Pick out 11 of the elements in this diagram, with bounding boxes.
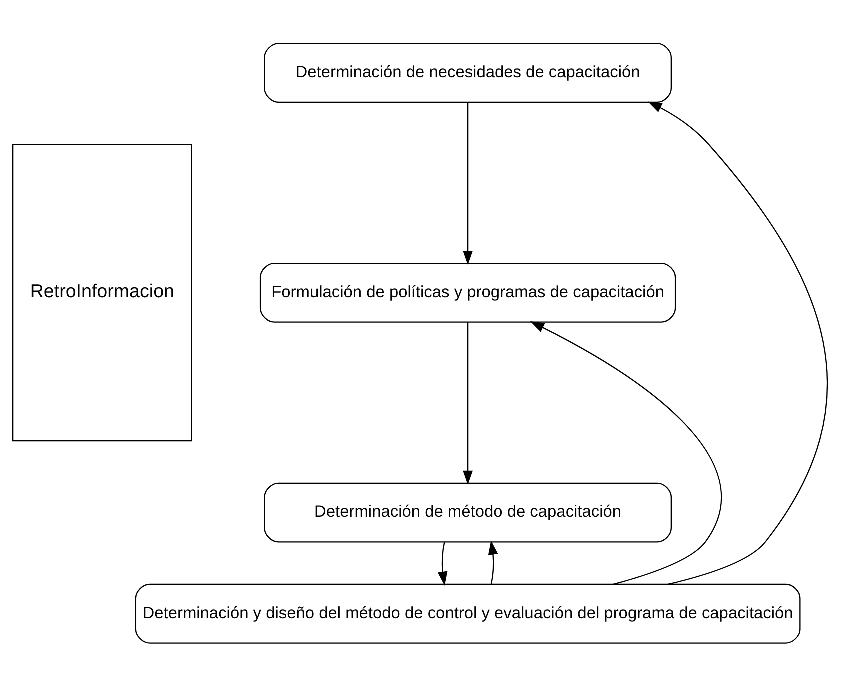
arrow xyxy=(463,322,473,484)
arrow xyxy=(438,542,448,586)
node-box: Formulación de políticas y programas de capacitación xyxy=(260,262,676,322)
node-box: Determinación y diseño del método de control y evaluación del programa de capacitación xyxy=(135,583,801,644)
arrow xyxy=(463,102,473,265)
node-box: RetroInformacion xyxy=(12,144,192,442)
arrow xyxy=(488,540,498,584)
node-box: Determinación de necesidades de capacitación xyxy=(264,42,672,103)
arrow xyxy=(648,101,828,585)
node-box: Determinación de método de capacitación xyxy=(264,482,672,542)
arrow xyxy=(530,321,722,585)
